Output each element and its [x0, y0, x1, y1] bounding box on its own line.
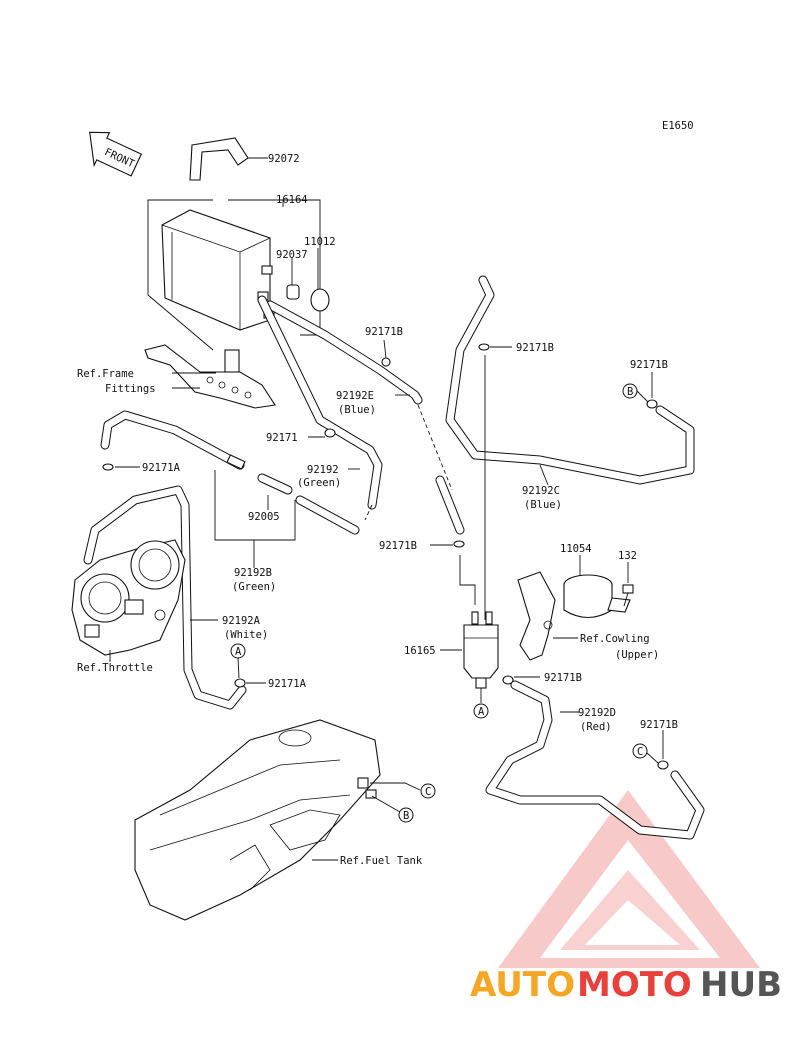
watermark-moto: MOTO [577, 965, 692, 1005]
label-92192: 92192 [307, 464, 339, 476]
ref-circle-a-right [473, 703, 489, 719]
frame-fittings [144, 344, 276, 409]
label-upper: (Upper) [615, 649, 659, 661]
label-92192B: 92192B [234, 567, 272, 579]
watermark-text: AUTO MOTO HUB [470, 965, 782, 1005]
label-92037: 92037 [276, 249, 308, 261]
hose-92192A [83, 485, 247, 710]
ref-a-right: A [478, 706, 485, 718]
label-11012: 11012 [304, 236, 336, 248]
clamp-92171B-5 [502, 675, 514, 685]
hose-92192 [257, 295, 383, 510]
label-fittings: Fittings [105, 383, 156, 395]
clamp-92171B-4 [453, 540, 465, 548]
clamp-92171A-upper [102, 463, 114, 471]
label-92171: 92171 [266, 432, 298, 444]
connector-92192B [226, 454, 246, 470]
label-red: (Red) [580, 721, 612, 733]
label-blue-2: (Blue) [524, 499, 562, 511]
clamp-92171A-lower [234, 678, 246, 688]
ref-b-tank: B [403, 810, 409, 822]
label-16165: 16165 [404, 645, 436, 657]
hose-92192B [100, 410, 245, 470]
label-92171A-2: 92171A [268, 678, 307, 690]
watermark-logo [498, 790, 760, 968]
bolt-132 [622, 584, 634, 607]
label-11054: 11054 [560, 543, 592, 555]
label-ref-cowling: Ref.Cowling [580, 633, 650, 645]
label-92171B-1: 92171B [365, 326, 403, 338]
label-green-2: (Green) [232, 581, 276, 593]
label-92171B-6: 92171B [640, 719, 678, 731]
bracket-16164-left [147, 199, 214, 351]
label-132: 132 [618, 550, 637, 562]
hose-92192C [445, 275, 695, 485]
clamp-92171 [324, 428, 336, 438]
label-ref-frame: Ref.Frame [77, 368, 134, 380]
charcoal-canister [161, 209, 275, 331]
label-white: (White) [224, 629, 268, 641]
label-92171B-3: 92171B [630, 359, 668, 371]
hose-92192E [265, 300, 423, 405]
diagram-code: E1650 [662, 120, 694, 132]
part-11012 [310, 288, 330, 312]
label-92005: 92005 [248, 511, 280, 523]
ref-circle-c-tank [420, 783, 436, 799]
ref-c-right: C [637, 746, 643, 758]
ref-circle-c-right [632, 743, 648, 759]
label-92171A-1: 92171A [142, 462, 181, 474]
separator-16165 [463, 611, 499, 689]
label-92192E: 92192E [336, 390, 374, 402]
front-arrow: FRONT [89, 131, 143, 177]
label-green-1: (Green) [297, 477, 341, 489]
canister-strap [189, 137, 268, 181]
ref-b-upper: B [627, 386, 633, 398]
label-16164: 16164 [276, 194, 308, 206]
throttle-body [71, 539, 186, 656]
label-ref-fuel-tank: Ref.Fuel Tank [340, 855, 423, 867]
label-ref-throttle: Ref.Throttle [77, 662, 153, 674]
label-blue-1: (Blue) [338, 404, 376, 416]
label-92072: 92072 [268, 153, 300, 165]
bracket-16164-right [228, 199, 321, 336]
watermark-hub: HUB [700, 965, 782, 1005]
clamp-92171B-1 [381, 357, 391, 367]
ref-a-left: A [235, 646, 242, 658]
hose-92005 [257, 473, 360, 535]
ref-c-tank: C [425, 786, 431, 798]
label-92192A: 92192A [222, 615, 261, 627]
ref-circle-b-tank [398, 807, 414, 823]
hose-92192E-lower [435, 475, 465, 535]
label-92192D: 92192D [578, 707, 616, 719]
hose-92192D [485, 680, 705, 840]
part-92037 [286, 284, 300, 300]
label-92171B-4: 92171B [379, 540, 417, 552]
label-92192C: 92192C [522, 485, 560, 497]
clamp-92171B-6 [657, 760, 669, 770]
fuel-tank [134, 719, 381, 921]
label-92171B-5: 92171B [544, 672, 582, 684]
watermark-auto: AUTO [470, 965, 575, 1005]
cowling-bracket [517, 571, 631, 661]
clamp-92171B-3 [646, 399, 658, 409]
clamp-92171B-2 [478, 343, 490, 351]
label-92171B-2: 92171B [516, 342, 554, 354]
